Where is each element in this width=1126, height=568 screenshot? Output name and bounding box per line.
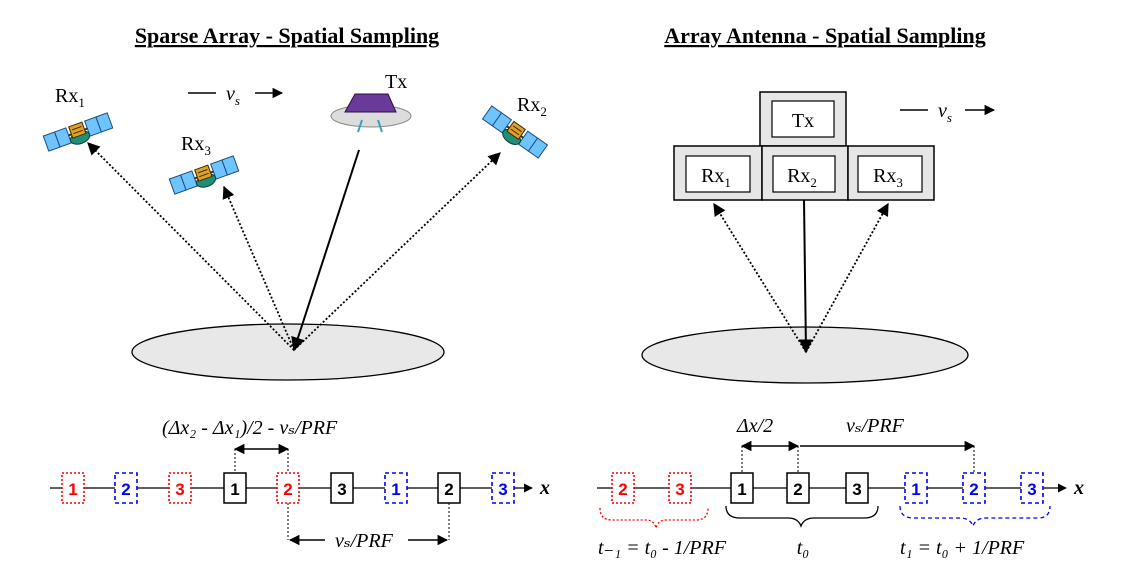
right-sample-number-3: 1 — [737, 480, 746, 499]
right-sample-box-4: 2 — [786, 472, 810, 504]
svg-text:Rx3: Rx3 — [873, 165, 903, 190]
left-rx2-ray — [293, 152, 501, 351]
right-sample-number-4: 2 — [793, 480, 802, 499]
left-sample-number-8: 2 — [444, 480, 453, 499]
right-title: Array Antenna - Spatial Sampling — [664, 23, 986, 48]
time-label-t1: t₁ = t₀ + 1/PRF — [900, 537, 1025, 559]
right-sample-box-7: 2 — [962, 472, 986, 504]
right-sample-box-2: 3 — [668, 472, 692, 504]
right-x-axis-label: x — [1073, 477, 1084, 499]
right-sample-box-5: 3 — [845, 472, 869, 504]
brace-t0 — [725, 505, 879, 528]
right-sample-box-6: 1 — [904, 472, 928, 504]
left-sample-box-6: 3 — [330, 472, 354, 504]
left-sample-number-9: 3 — [498, 480, 507, 499]
svg-text:Tx: Tx — [792, 110, 814, 132]
time-label-t0: t₀ — [797, 537, 810, 559]
antenna-rx1-block: Rx1 — [673, 145, 763, 201]
right-step-label: vₛ/PRF — [846, 415, 905, 437]
tx-spacecraft-icon — [330, 93, 412, 133]
right-sample-number-5: 3 — [852, 480, 861, 499]
left-sample-number-7: 1 — [391, 480, 400, 499]
left-ground-footprint — [131, 323, 445, 381]
left-velocity: vs — [188, 83, 284, 108]
tx-label: Tx — [385, 71, 407, 93]
left-sample-number-5: 2 — [283, 480, 292, 499]
left-sample-box-5: 2 — [276, 472, 300, 504]
rx2-label: Rx2 — [517, 94, 547, 119]
svg-text:vs: vs — [938, 100, 952, 125]
right-sample-number-7: 2 — [969, 480, 978, 499]
right-dx-label: Δx/2 — [736, 415, 773, 437]
left-sample-number-4: 1 — [230, 480, 239, 499]
right-rx3-ray — [805, 202, 889, 353]
satellite-rx3-icon — [168, 154, 242, 199]
left-sample-box-4: 1 — [223, 472, 247, 504]
left-sample-number-6: 3 — [337, 480, 346, 499]
rx3-label: Rx3 — [181, 133, 211, 158]
left-sample-number-2: 2 — [121, 480, 130, 499]
antenna-rx2-block: Rx2 — [761, 145, 849, 201]
right-sample-row: 2 3 1 2 3 1 2 3 — [611, 472, 1044, 504]
left-x-axis-label: x — [539, 477, 550, 499]
right-sample-box-1: 2 — [611, 472, 635, 504]
left-sample-box-7: 1 — [384, 472, 408, 504]
left-sample-box-3: 3 — [168, 472, 192, 504]
right-rx1-ray — [713, 202, 807, 353]
right-sample-number-1: 2 — [618, 480, 627, 499]
satellite-rx1-icon — [42, 111, 116, 156]
left-sample-number-3: 3 — [175, 480, 184, 499]
right-velocity: vs — [900, 100, 996, 125]
right-sample-box-3: 1 — [730, 472, 754, 504]
left-sample-box-2: 2 — [114, 472, 138, 504]
svg-text:Rx1: Rx1 — [701, 165, 731, 190]
right-sample-box-8: 3 — [1020, 472, 1044, 504]
svg-text:Rx2: Rx2 — [787, 165, 817, 190]
antenna-rx3-block: Rx3 — [847, 145, 935, 201]
left-sample-box-1: 1 — [61, 472, 85, 504]
left-sample-number-1: 1 — [68, 480, 77, 499]
rx1-label: Rx1 — [55, 85, 85, 110]
right-sample-number-8: 3 — [1027, 480, 1036, 499]
left-tx-ray — [291, 149, 360, 352]
left-step-label: vₛ/PRF — [335, 530, 394, 552]
antenna-tx-block: Tx — [759, 91, 847, 147]
right-sample-number-6: 1 — [911, 480, 920, 499]
left-rx3-ray — [222, 185, 295, 351]
left-sample-box-9: 3 — [491, 472, 515, 504]
left-rx1-ray — [87, 142, 295, 351]
right-sample-number-2: 3 — [675, 480, 684, 499]
brace-t1 — [899, 505, 1051, 528]
left-sample-box-8: 2 — [437, 472, 461, 504]
left-sample-row: 1 2 3 1 2 3 1 2 3 — [61, 472, 515, 504]
time-label-t-minus1: t₋₁ = t₀ - 1/PRF — [598, 537, 727, 559]
brace-t-minus1 — [599, 507, 709, 529]
right-tx-ray — [798, 199, 813, 354]
svg-text:vs: vs — [226, 83, 240, 108]
left-offset-label: (Δx₂ - Δx₁)/2 - vₛ/PRF — [162, 417, 338, 439]
left-title: Sparse Array - Spatial Sampling — [135, 23, 439, 48]
